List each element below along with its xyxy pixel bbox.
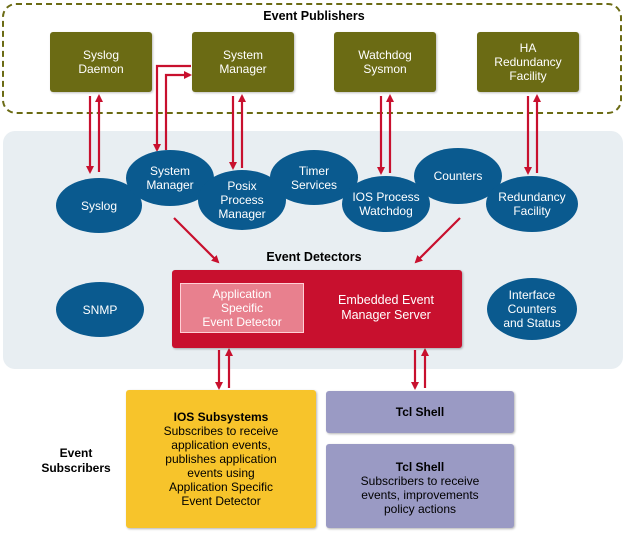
detector-posix-process-manager: Posix Process Manager: [198, 170, 286, 230]
detector-redundancy-facility: Redundancy Facility: [486, 176, 578, 232]
publisher-ha-redundancy-facility: HA Redundancy Facility: [477, 32, 579, 92]
tcl-shell-title-2: Tcl Shell: [395, 460, 445, 474]
publisher-syslog-daemon: Syslog Daemon: [50, 32, 152, 92]
arrow-detectors-left-to-eem: [173, 217, 220, 264]
ios-subsystems-box: IOS Subsystems Subscribes to receive app…: [126, 390, 316, 528]
eem-server-label: Embedded Event Manager Server: [338, 293, 434, 322]
detector-snmp: SNMP: [56, 282, 144, 337]
tcl-shell-box-2: Tcl Shell Subscribers to receive events,…: [326, 444, 514, 528]
publisher-watchdog-sysmon: Watchdog Sysmon: [334, 32, 436, 92]
tcl-shell-box-1: Tcl Shell: [326, 391, 514, 433]
arrow-detectors-right-to-eem: [414, 217, 461, 264]
tcl-shell-title-1: Tcl Shell: [395, 405, 445, 419]
event-subscribers-title: Event Subscribers: [41, 446, 111, 475]
application-specific-event-detector: Application Specific Event Detector: [180, 283, 304, 333]
event-publishers-region: [2, 3, 622, 114]
ios-subsystems-text: Subscribes to receive application events…: [163, 424, 279, 508]
detector-ios-process-watchdog: IOS Process Watchdog: [342, 176, 430, 232]
event-publishers-title: Event Publishers: [263, 9, 365, 23]
arrow-sysmgr-up: [164, 71, 192, 150]
publisher-system-manager: System Manager: [192, 32, 294, 92]
tcl-shell-text-2: Subscribers to receive events, improveme…: [360, 474, 480, 516]
event-detectors-title: Event Detectors: [266, 250, 362, 264]
detector-interface-counters-status: Interface Counters and Status: [487, 278, 577, 340]
arrow-sysmgr-down: [153, 64, 191, 152]
ios-subsystems-title: IOS Subsystems: [173, 410, 269, 424]
